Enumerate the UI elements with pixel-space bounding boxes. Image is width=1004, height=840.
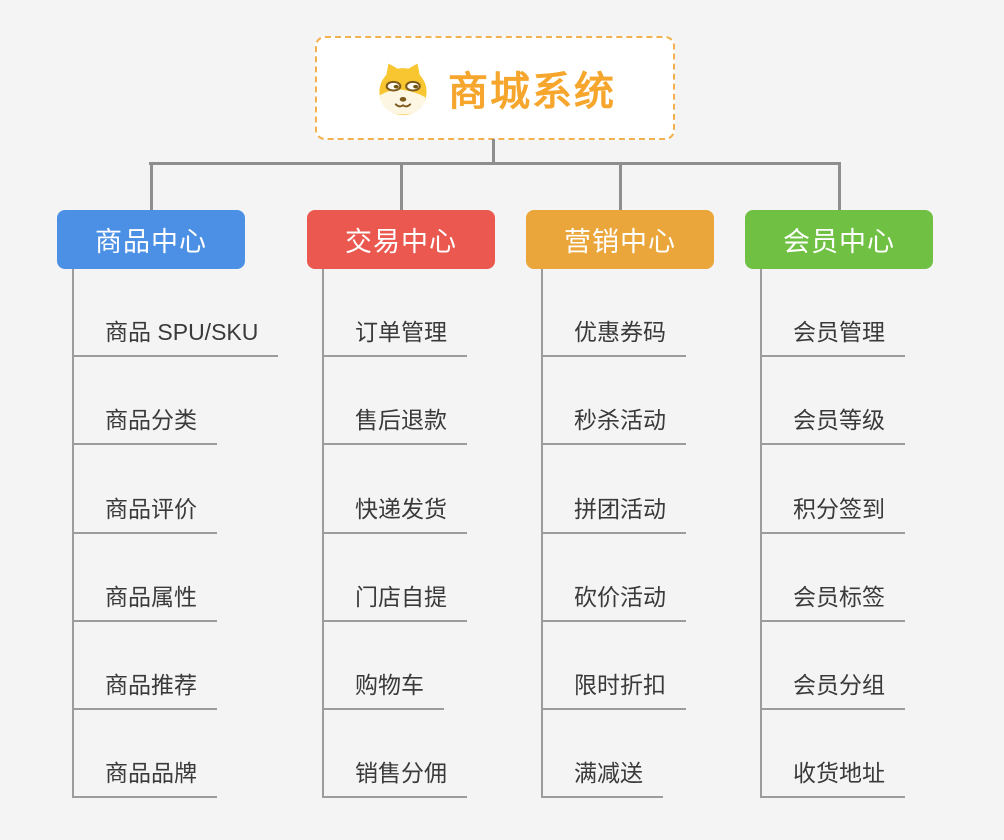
child-node[interactable]: 限时折扣 [543, 666, 686, 710]
child-node[interactable]: 会员标签 [762, 578, 905, 622]
doge-icon [379, 63, 427, 116]
branch-children: 商品 SPU/SKU 商品分类 商品评价 商品属性 商品推荐 商品品牌 [72, 269, 279, 799]
child-row: 商品分类 [74, 357, 245, 446]
child-node[interactable]: 商品品牌 [74, 754, 217, 799]
connector-horizontal-line [149, 162, 841, 165]
child-node[interactable]: 商品评价 [74, 490, 217, 534]
child-row: 会员标签 [762, 534, 933, 622]
child-node[interactable]: 快递发货 [324, 490, 467, 534]
child-row: 收货地址 [762, 710, 933, 799]
child-row: 砍价活动 [543, 534, 714, 622]
child-row: 积分签到 [762, 445, 933, 534]
connector-branch-stem [149, 162, 153, 210]
branch-column: 交易中心 订单管理 售后退款 快递发货 门店自提 购物车 销售分佣 [307, 210, 495, 799]
child-row: 商品推荐 [74, 622, 245, 710]
child-row: 商品品牌 [74, 710, 245, 799]
child-row: 秒杀活动 [543, 357, 714, 446]
child-node[interactable]: 会员等级 [762, 401, 905, 446]
branch-column: 营销中心 优惠券码 秒杀活动 拼团活动 砍价活动 限时折扣 满减送 [526, 210, 714, 799]
branch-node[interactable]: 营销中心 [526, 210, 714, 269]
connector-branch-stem [837, 162, 841, 210]
child-node[interactable]: 收货地址 [762, 754, 905, 799]
child-node[interactable]: 商品 SPU/SKU [74, 313, 279, 358]
child-row: 购物车 [324, 622, 495, 710]
child-row: 拼团活动 [543, 445, 714, 534]
connector-branch-stem [618, 162, 622, 210]
child-node[interactable]: 拼团活动 [543, 490, 686, 534]
child-node[interactable]: 积分签到 [762, 490, 905, 534]
child-node[interactable]: 优惠券码 [543, 313, 686, 358]
branch-column: 会员中心 会员管理 会员等级 积分签到 会员标签 会员分组 收货地址 [745, 210, 933, 799]
child-node[interactable]: 会员分组 [762, 666, 905, 710]
branch-node[interactable]: 会员中心 [745, 210, 933, 269]
child-row: 会员等级 [762, 357, 933, 446]
child-row: 商品属性 [74, 534, 245, 622]
child-row: 商品评价 [74, 445, 245, 534]
child-node[interactable]: 门店自提 [324, 578, 467, 622]
child-row: 优惠券码 [543, 269, 714, 358]
connector-branch-stem [399, 162, 403, 210]
connector-root-stem [492, 139, 495, 163]
child-node[interactable]: 订单管理 [324, 313, 467, 358]
child-row: 订单管理 [324, 269, 495, 358]
child-node[interactable]: 购物车 [324, 666, 444, 710]
child-row: 会员分组 [762, 622, 933, 710]
child-row: 会员管理 [762, 269, 933, 358]
branch-children: 会员管理 会员等级 积分签到 会员标签 会员分组 收货地址 [760, 269, 933, 799]
branch-children: 优惠券码 秒杀活动 拼团活动 砍价活动 限时折扣 满减送 [541, 269, 714, 799]
child-row: 限时折扣 [543, 622, 714, 710]
child-row: 商品 SPU/SKU [74, 269, 279, 358]
child-node[interactable]: 销售分佣 [324, 754, 467, 799]
child-node[interactable]: 商品属性 [74, 578, 217, 622]
child-node[interactable]: 砍价活动 [543, 578, 686, 622]
child-node[interactable]: 秒杀活动 [543, 401, 686, 446]
child-row: 门店自提 [324, 534, 495, 622]
child-node[interactable]: 会员管理 [762, 313, 905, 358]
root-node-label: 商城系统 [448, 70, 616, 114]
branch-column: 商品中心 商品 SPU/SKU 商品分类 商品评价 商品属性 商品推荐 商品品牌 [57, 210, 279, 799]
branch-children: 订单管理 售后退款 快递发货 门店自提 购物车 销售分佣 [322, 269, 495, 799]
child-node[interactable]: 商品推荐 [74, 666, 217, 710]
root-node[interactable]: 商城系统 [315, 36, 675, 140]
child-node[interactable]: 商品分类 [74, 401, 217, 446]
child-row: 满减送 [543, 710, 714, 799]
child-row: 快递发货 [324, 445, 495, 534]
branch-node[interactable]: 商品中心 [57, 210, 245, 269]
child-node[interactable]: 售后退款 [324, 401, 467, 446]
branch-node[interactable]: 交易中心 [307, 210, 495, 269]
child-node[interactable]: 满减送 [543, 754, 663, 799]
child-row: 销售分佣 [324, 710, 495, 799]
child-row: 售后退款 [324, 357, 495, 446]
